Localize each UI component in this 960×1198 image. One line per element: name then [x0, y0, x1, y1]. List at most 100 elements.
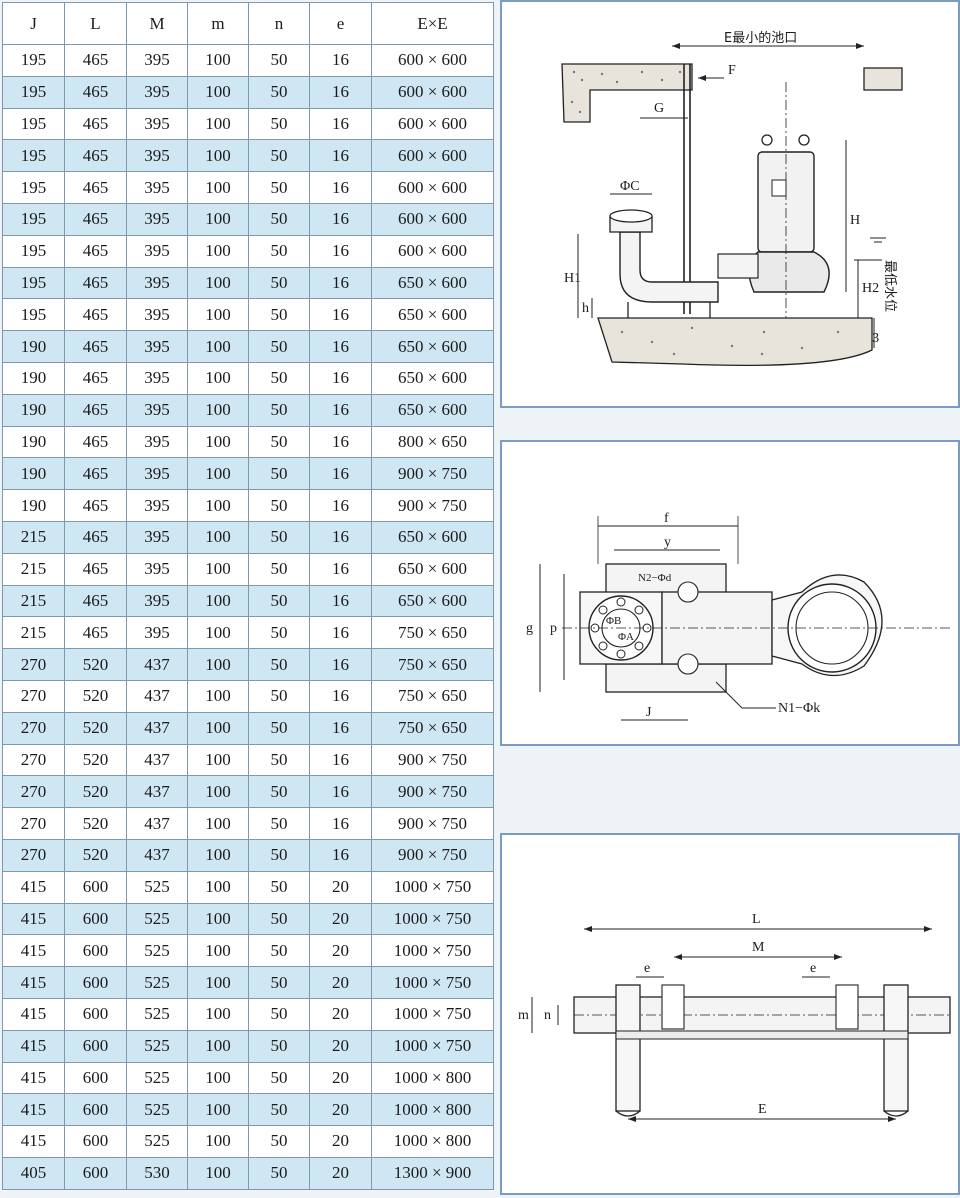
table-cell: 16: [309, 807, 372, 840]
table-cell: 600 × 600: [371, 202, 494, 236]
table-cell: 900 × 750: [371, 807, 494, 840]
table-cell: 16: [309, 775, 372, 809]
table-cell: 525: [126, 1125, 188, 1158]
table-cell: 100: [187, 520, 249, 554]
table-cell: 465: [64, 266, 127, 300]
table-cell: 520: [64, 807, 127, 840]
table-cell: 190: [2, 330, 65, 363]
table-cell: 16: [309, 75, 372, 109]
table-cell: 465: [64, 75, 127, 109]
table-cell: 600: [64, 1156, 127, 1190]
table-cell: 600 × 600: [371, 107, 494, 141]
table-cell: 395: [126, 139, 188, 173]
table-cell: 100: [187, 425, 249, 459]
n2-label: N2−Φd: [638, 572, 672, 584]
table-cell: 600: [64, 1093, 127, 1127]
table-cell: 50: [248, 425, 310, 459]
table-cell: 900 × 750: [371, 457, 494, 491]
table-cell: 465: [64, 107, 127, 141]
table-cell: 465: [64, 234, 127, 268]
table-cell: 1000 × 750: [371, 934, 494, 968]
table-cell: 100: [187, 1061, 249, 1095]
table-cell: 600: [64, 1061, 127, 1095]
table-cell: 50: [248, 711, 310, 745]
table-cell: 50: [248, 934, 310, 968]
table-cell: 50: [248, 679, 310, 713]
table-cell: 437: [126, 679, 188, 713]
table-cell: 415: [2, 902, 65, 936]
table-cell: 20: [309, 1093, 372, 1127]
table-cell: 525: [126, 1093, 188, 1127]
table-cell: 437: [126, 648, 188, 681]
table-cell: 100: [187, 75, 249, 109]
table-cell: 525: [126, 902, 188, 936]
table-cell: 50: [248, 775, 310, 809]
table-cell: 195: [2, 171, 65, 204]
h-small-label: h: [582, 301, 589, 316]
table-cell: 465: [64, 457, 127, 491]
table-cell: 195: [2, 139, 65, 173]
table-cell: 100: [187, 616, 249, 650]
table-cell: 415: [2, 1029, 65, 1063]
table-cell: 50: [248, 393, 310, 427]
table-cell: 190: [2, 425, 65, 459]
table-cell: 16: [309, 711, 372, 745]
table-cell: 20: [309, 870, 372, 904]
table-cell: 395: [126, 330, 188, 363]
table-cell: 100: [187, 775, 249, 809]
table-cell: 465: [64, 298, 127, 332]
table-cell: 100: [187, 838, 249, 872]
table-cell: 750 × 650: [371, 648, 494, 681]
table-cell: 395: [126, 298, 188, 332]
table-cell: 50: [248, 870, 310, 904]
table-cell: 437: [126, 838, 188, 872]
force-label: F: [728, 63, 736, 78]
table-cell: 415: [2, 870, 65, 904]
column-header: J: [2, 2, 65, 45]
table-cell: 50: [248, 75, 310, 109]
table-cell: 465: [64, 520, 127, 554]
table-cell: 395: [126, 393, 188, 427]
column-header: n: [248, 2, 310, 45]
table-cell: 650 × 600: [371, 520, 494, 554]
table-cell: 16: [309, 234, 372, 268]
table-cell: 50: [248, 44, 310, 77]
table-cell: 270: [2, 711, 65, 745]
table-cell: 415: [2, 966, 65, 999]
table-cell: 16: [309, 298, 372, 332]
table-cell: 600: [64, 997, 127, 1031]
table-cell: 100: [187, 584, 249, 618]
m-lower-label: m: [518, 1008, 529, 1023]
table-cell: 190: [2, 393, 65, 427]
plan-view-drawing: f y N2−Φd ΦB ΦA g p: [526, 511, 950, 721]
table-cell: 100: [187, 171, 249, 204]
table-cell: 600: [64, 902, 127, 936]
table-cell: 437: [126, 743, 188, 777]
table-cell: 190: [2, 457, 65, 491]
table-cell: 465: [64, 393, 127, 427]
table-cell: 650 × 600: [371, 361, 494, 395]
pit-opening-label: E最小的池口: [724, 30, 797, 46]
table-cell: 100: [187, 552, 249, 586]
table-cell: 1000 × 750: [371, 1029, 494, 1063]
table-cell: 100: [187, 1156, 249, 1190]
table-cell: 1000 × 800: [371, 1061, 494, 1095]
table-cell: 100: [187, 997, 249, 1031]
y-label: y: [664, 535, 671, 550]
table-cell: 1300 × 900: [371, 1156, 494, 1190]
lowest-water-level-label: 最低水位: [882, 260, 897, 312]
table-cell: 215: [2, 584, 65, 618]
table-cell: 100: [187, 1029, 249, 1063]
h2-label: H2: [862, 281, 879, 296]
g-plan-label: g: [526, 621, 533, 636]
